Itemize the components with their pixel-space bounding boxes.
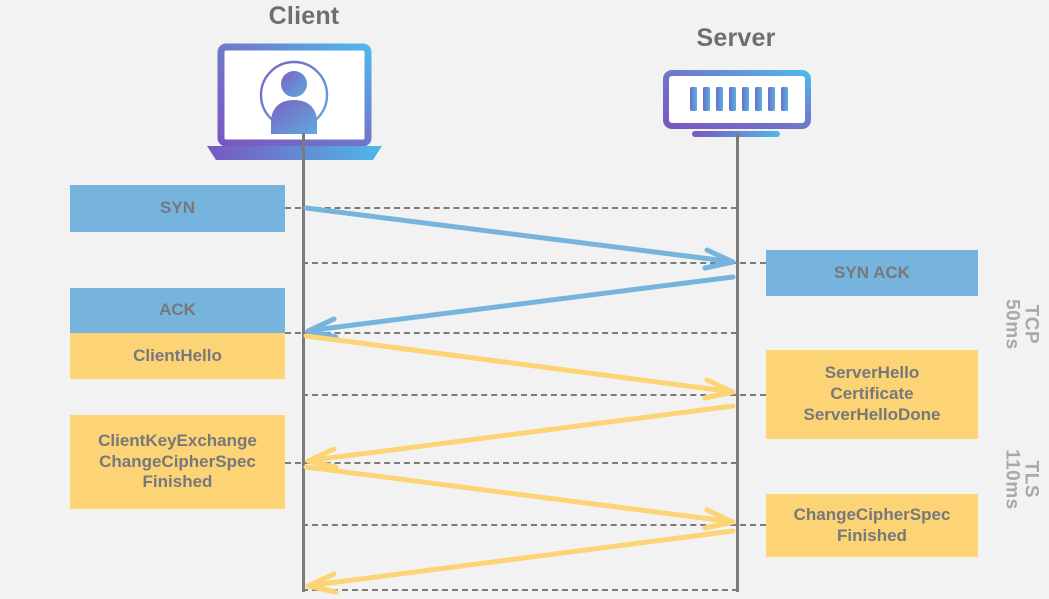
message-box-syn: SYN	[70, 185, 285, 232]
dashed-rule-bottom	[302, 589, 738, 591]
phase-tls-name: TLS	[1020, 460, 1042, 499]
message-box-server-change-cipher-spec: ChangeCipherSpec Finished	[766, 494, 978, 557]
message-box-server-hello: ServerHello Certificate ServerHelloDone	[766, 350, 978, 439]
phase-tcp-name: TCP	[1020, 304, 1042, 345]
arrow-flow-client-key-exchange	[303, 464, 736, 531]
message-box-client-hello: ClientHello	[70, 333, 285, 379]
arrow-flow-server-hello	[305, 403, 736, 470]
server-title: Server	[696, 24, 776, 52]
server-lifeline	[736, 133, 739, 592]
dashed-rule-client-key-exchange	[285, 462, 737, 464]
phase-tcp-latency: 50ms	[1001, 299, 1022, 350]
message-box-client-key-exchange: ClientKeyExchange ChangeCipherSpec Finis…	[70, 415, 285, 509]
phase-tls-latency: 110ms	[1001, 449, 1022, 510]
client-title: Client	[268, 2, 340, 30]
arrow-flow-client-hello	[303, 333, 736, 401]
dashed-rule-server-hello	[302, 394, 766, 396]
arrow-flow-server-finished	[305, 528, 736, 595]
dashed-rule-server-finished	[302, 524, 766, 526]
dashed-rule-syn	[285, 207, 737, 209]
message-box-syn-ack: SYN ACK	[766, 250, 978, 296]
arrow-flow-syn	[303, 205, 736, 271]
message-box-ack: ACK	[70, 288, 285, 333]
server-rack-icon	[663, 70, 811, 137]
dashed-rule-syn-ack	[302, 262, 766, 264]
arrow-flow-syn-ack	[305, 274, 736, 340]
laptop-user-icon	[207, 43, 382, 160]
dashed-rule-ack	[285, 332, 737, 334]
